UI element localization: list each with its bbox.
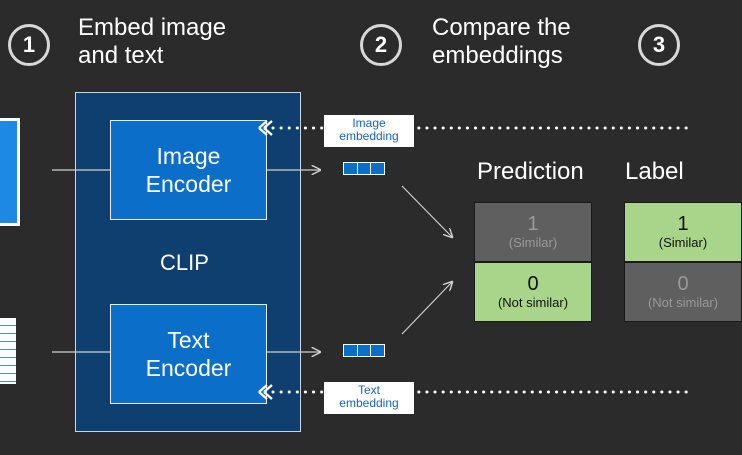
label-similar-caption: (Similar) xyxy=(658,235,708,250)
image-embedding-label: Image embedding xyxy=(324,115,414,147)
text-encoder: Text Encoder xyxy=(110,304,267,404)
label-title: Label xyxy=(625,158,684,185)
image-encoder: Image Encoder xyxy=(110,120,267,220)
step-2-circle: 2 xyxy=(360,24,402,66)
prediction-not-similar-caption: (Not similar) xyxy=(497,295,569,310)
label-not-similar-value: 0 xyxy=(677,273,689,295)
prediction-not-similar-value: 0 xyxy=(527,273,539,295)
step-1-circle: 1 xyxy=(8,24,50,66)
text-thumbnail xyxy=(0,318,16,384)
label-not-similar-caption: (Not similar) xyxy=(647,295,719,310)
label-not-similar-cell: 0 (Not similar) xyxy=(624,262,742,322)
image-embedding-vector xyxy=(343,162,385,175)
label-similar-value: 1 xyxy=(677,213,689,235)
prediction-similar-cell: 1 (Similar) xyxy=(474,202,592,262)
prediction-similar-value: 1 xyxy=(527,213,539,235)
label-column-clip: Label 1 (Similar) 0 (Not similar) xyxy=(610,150,742,330)
step-3-circle: 3 xyxy=(638,24,680,66)
step-1-text: Embed image and text xyxy=(78,14,227,69)
step-3-number: 3 xyxy=(652,32,666,57)
prediction-similar-caption: (Similar) xyxy=(508,235,558,250)
label-similar-cell: 1 (Similar) xyxy=(624,202,742,262)
connector-lines xyxy=(52,120,689,400)
step-1-number: 1 xyxy=(22,32,36,57)
step-2-text: Compare the embeddings xyxy=(432,14,571,69)
image-thumbnail xyxy=(0,118,20,226)
step-2-number: 2 xyxy=(374,32,388,57)
prediction-title: Prediction xyxy=(477,158,584,185)
text-embedding-label: Text embedding xyxy=(324,382,414,414)
clip-label: CLIP xyxy=(160,250,209,275)
text-embedding-vector xyxy=(343,344,385,357)
prediction-not-similar-cell: 0 (Not similar) xyxy=(474,262,592,322)
